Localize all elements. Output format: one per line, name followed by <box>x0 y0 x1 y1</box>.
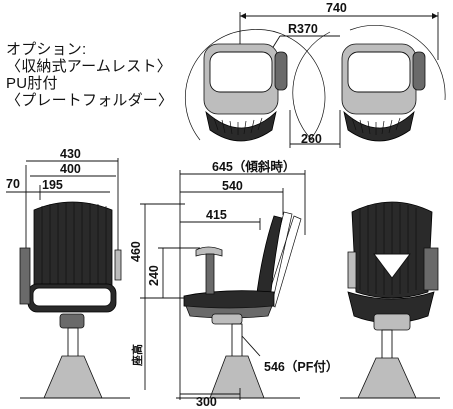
left-swing-arc <box>184 29 249 141</box>
center-swing-arc <box>247 29 326 141</box>
dim-546: 546（PF付） <box>264 359 338 374</box>
dim-r370: R370 <box>288 22 318 36</box>
top-view: 740 R370 260 <box>184 1 446 148</box>
dim-300: 300 <box>196 395 217 409</box>
dim-740: 740 <box>326 1 347 15</box>
options-note-line1: オプション: <box>6 41 87 58</box>
dim-195: 195 <box>42 178 63 192</box>
side-view: 645（傾斜時） 540 415 460 240 座高 <box>129 159 338 409</box>
dim-seat-height: 座高 <box>130 344 144 367</box>
dim-400: 400 <box>60 162 81 176</box>
front-view: 430 400 70 195 <box>6 147 130 399</box>
dim-540: 540 <box>222 179 243 193</box>
dim-645: 645（傾斜時） <box>212 159 295 174</box>
dim-430: 430 <box>60 147 81 161</box>
right-swing-arc <box>292 31 331 141</box>
dim-240: 240 <box>147 265 161 286</box>
options-note-line3: PU肘付 <box>6 75 58 92</box>
dim-415: 415 <box>206 208 227 222</box>
options-note-line2: 〈収納式アームレスト〉 <box>6 58 172 75</box>
options-note-line4: 〈プレートフォルダー〉 <box>6 92 174 109</box>
dim-460: 460 <box>129 241 143 262</box>
outer-swing-arc <box>349 24 446 101</box>
rear-view <box>340 201 440 399</box>
dim-70: 70 <box>6 177 20 191</box>
dim-260: 260 <box>301 132 322 146</box>
